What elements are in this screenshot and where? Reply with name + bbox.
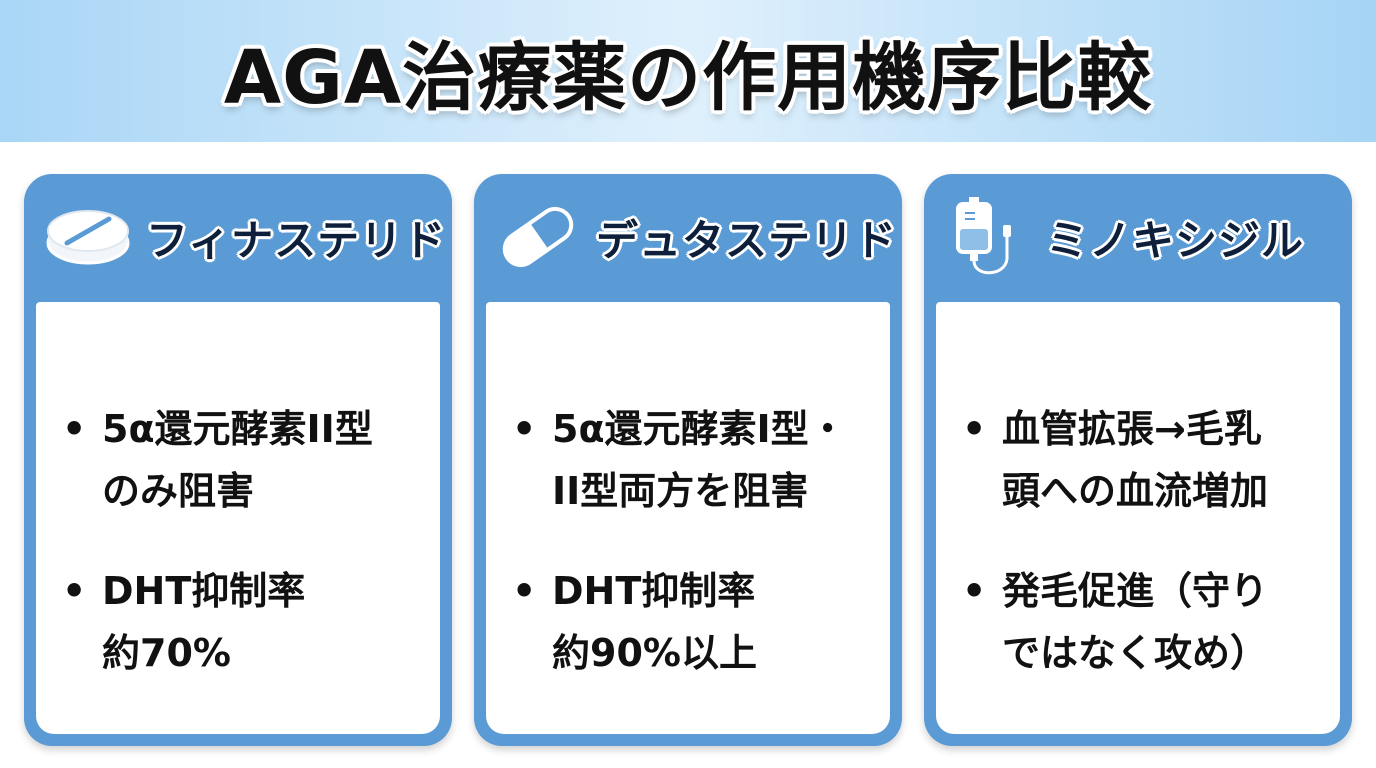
- card-header: ミノキシジル: [924, 174, 1352, 300]
- card-body: • 5α還元酵素II型 のみ阻害 • DHT抑制率 約70%: [36, 302, 440, 734]
- card-finasteride: フィナステリド • 5α還元酵素II型 のみ阻害 • DHT抑制率 約70%: [24, 174, 452, 746]
- bullet-marker: •: [962, 569, 987, 613]
- iv-drip-icon: [944, 197, 1032, 275]
- capsule-icon: [494, 201, 582, 273]
- list-item-text: DHT抑制率 約70%: [102, 569, 306, 675]
- list-item: • 5α還元酵素II型 のみ阻害: [62, 398, 426, 522]
- card-minoxidil: ミノキシジル • 血管拡張→毛乳 頭への血流増加 • 発毛促進（守り ではなく攻…: [924, 174, 1352, 746]
- list-item: • 発毛促進（守り ではなく攻め）: [962, 560, 1326, 684]
- card-title: デュタステリド: [596, 215, 898, 265]
- bullet-marker: •: [512, 407, 537, 451]
- bullet-marker: •: [62, 569, 87, 613]
- list-item-text: 血管拡張→毛乳 頭への血流増加: [1002, 407, 1269, 513]
- tablet-icon: [44, 201, 132, 273]
- bullet-marker: •: [512, 569, 537, 613]
- title-banner: AGA治療薬の作用機序比較: [0, 0, 1376, 142]
- list-item: • DHT抑制率 約90%以上: [512, 560, 876, 684]
- card-title: フィナステリド: [146, 215, 447, 265]
- list-item: • 5α還元酵素I型・ II型両方を阻害: [512, 398, 876, 522]
- list-item-text: 発毛促進（守り ではなく攻め）: [1002, 569, 1269, 675]
- list-item-text: 5α還元酵素II型 のみ阻害: [102, 407, 373, 513]
- card-dutasteride: デュタステリド • 5α還元酵素I型・ II型両方を阻害 • DHT抑制率 約9…: [474, 174, 902, 746]
- page-title: AGA治療薬の作用機序比較: [223, 34, 1153, 121]
- bullet-marker: •: [962, 407, 987, 451]
- card-title: ミノキシジル: [1046, 215, 1305, 265]
- list-item-text: DHT抑制率 約90%以上: [552, 569, 757, 675]
- card-header: フィナステリド: [24, 174, 452, 300]
- list-item: • 血管拡張→毛乳 頭への血流増加: [962, 398, 1326, 522]
- list-item: • DHT抑制率 約70%: [62, 560, 426, 684]
- card-header: デュタステリド: [474, 174, 902, 300]
- bullet-marker: •: [62, 407, 87, 451]
- list-item-text: 5α還元酵素I型・ II型両方を阻害: [552, 407, 847, 513]
- card-body: • 血管拡張→毛乳 頭への血流増加 • 発毛促進（守り ではなく攻め）: [936, 302, 1340, 734]
- card-body: • 5α還元酵素I型・ II型両方を阻害 • DHT抑制率 約90%以上: [486, 302, 890, 734]
- drug-cards: フィナステリド • 5α還元酵素II型 のみ阻害 • DHT抑制率 約70%: [24, 174, 1352, 748]
